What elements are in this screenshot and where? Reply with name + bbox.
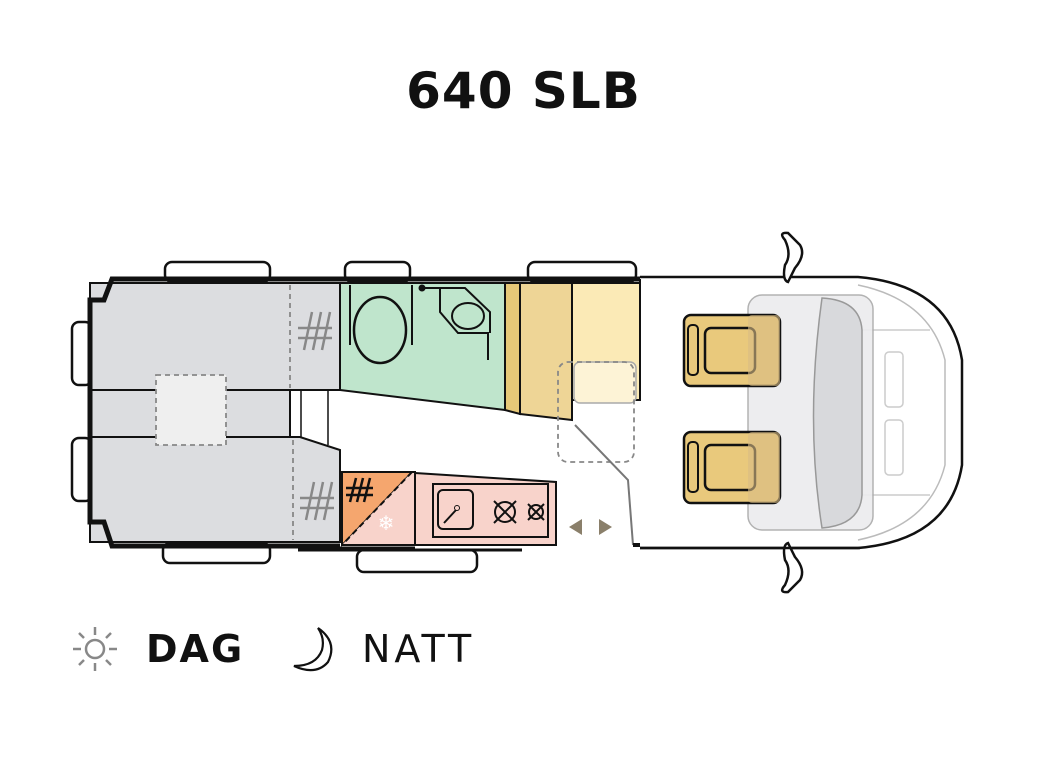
night-label: NATT bbox=[362, 627, 476, 671]
cab-seat-passenger bbox=[682, 430, 782, 505]
stove-burner-icon bbox=[493, 500, 545, 524]
cab-seat-driver bbox=[682, 313, 782, 388]
outer-walls bbox=[87, 276, 860, 552]
day-mode-toggle[interactable]: DAG bbox=[70, 624, 244, 674]
sun-icon bbox=[73, 627, 117, 671]
night-mode-toggle[interactable]: NATT bbox=[290, 624, 475, 674]
storage-hatch-icon bbox=[298, 311, 334, 521]
cab bbox=[640, 231, 964, 594]
slide-arrows-icon bbox=[569, 519, 612, 535]
skylight bbox=[155, 374, 227, 446]
wardrobe bbox=[504, 282, 641, 546]
bathroom bbox=[339, 282, 506, 412]
table-outline bbox=[557, 361, 635, 463]
storage-hatch-icon bbox=[346, 477, 373, 503]
day-label: DAG bbox=[146, 627, 245, 671]
moon-icon bbox=[293, 627, 333, 672]
window-bottom-kitchen bbox=[355, 548, 479, 574]
entry-door bbox=[574, 424, 634, 546]
sink-icon bbox=[422, 287, 491, 360]
kitchen-sink-icon bbox=[437, 489, 474, 530]
mirror-top bbox=[780, 231, 804, 284]
model-title: 640 SLB bbox=[406, 62, 641, 120]
kitchen: ❄ bbox=[341, 471, 557, 547]
mirror-bottom bbox=[780, 541, 804, 594]
toilet-icon bbox=[352, 295, 408, 365]
rear-beds bbox=[89, 282, 341, 543]
snowflake-icon: ❄ bbox=[378, 511, 395, 535]
